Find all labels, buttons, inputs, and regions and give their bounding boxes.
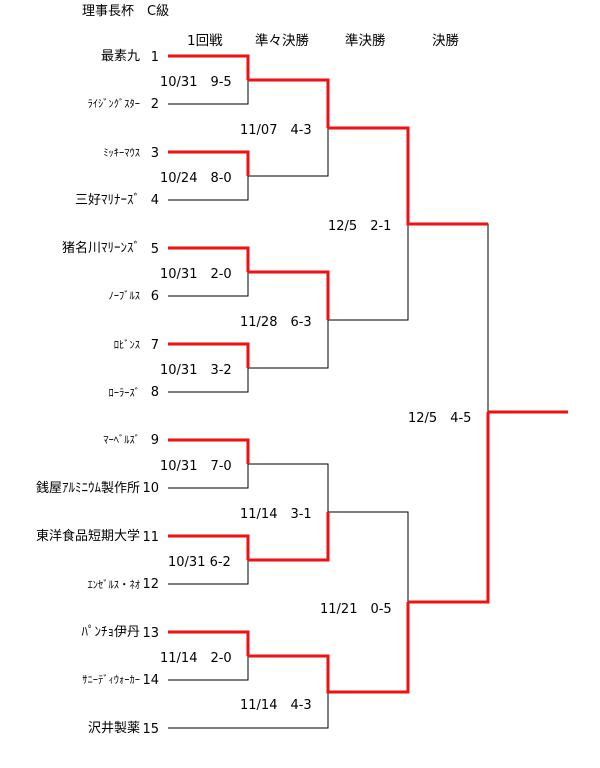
team-name: ﾛﾋﾞﾝｽ: [114, 339, 140, 351]
bracket-line: [168, 630, 250, 656]
round-header-quarterfinal: 準々決勝: [255, 33, 309, 49]
match-result: 10/31 9-5: [160, 75, 232, 90]
bracket-line: [408, 412, 490, 604]
match-result: 10/31 6-2: [168, 555, 231, 570]
seed-number: 7: [151, 338, 159, 353]
bracket-line: [168, 54, 250, 80]
match-result: 10/31 3-2: [160, 363, 232, 378]
seed-number: 6: [151, 289, 159, 304]
team-name: ｴﾝｾﾞﾙｽ・ﾈｵ: [88, 579, 141, 591]
seed-number: 10: [142, 481, 159, 496]
seed-number: 14: [142, 673, 159, 688]
round-header-1st: 1回戦: [187, 33, 223, 49]
team-name: ﾉｰﾌﾞﾙｽ: [109, 290, 141, 302]
bracket-line: [248, 320, 329, 369]
bracket-line: [168, 692, 329, 729]
bracket-line: [168, 464, 249, 489]
match-result: 10/24 8-0: [160, 171, 232, 186]
match-result: 10/31 7-0: [160, 459, 232, 474]
match-result: 12/5 2-1: [328, 219, 391, 234]
winner-lines: [168, 54, 568, 694]
seed-number: 9: [151, 433, 159, 448]
seed-number: 1: [151, 50, 159, 65]
match-result: 11/21 0-5: [320, 602, 392, 617]
team-name: 銭屋ｱﾙﾐﾆｳﾑ製作所: [36, 481, 140, 496]
match-result: 12/5 4-5: [408, 411, 471, 426]
bracket-line: [248, 602, 410, 694]
match-result: 11/07 4-3: [240, 123, 312, 138]
team-name: 最素九: [101, 49, 140, 64]
bracket-line: [168, 272, 249, 297]
bracket-line: [168, 150, 250, 176]
match-result: 11/14 3-1: [240, 507, 312, 522]
bracket-line: [248, 270, 330, 320]
bracket-line: [248, 128, 329, 177]
bracket-line: [328, 224, 409, 321]
bracket-line: [248, 78, 330, 128]
bracket-line: [168, 368, 249, 393]
team-name: 猪名川ﾏﾘｰﾝｽﾞ: [62, 240, 140, 256]
bracket-line: [408, 223, 489, 412]
team-name: ﾗｲｼﾞﾝｸﾞｽﾀｰ: [88, 98, 141, 110]
bracket-title: 理事長杯 C級: [82, 4, 169, 19]
bracket-line: [328, 126, 488, 226]
team-name: 三好ﾏﾘﾅｰｽﾞ: [75, 193, 140, 208]
seed-number: 5: [151, 242, 159, 257]
team-name: 東洋食品短期大学: [36, 528, 140, 544]
seed-number: 13: [142, 626, 159, 641]
round-header-semifinal: 準決勝: [345, 33, 386, 49]
team-name: ﾛｰﾗｰｽﾞ: [109, 387, 141, 399]
round-header-final: 決勝: [432, 33, 459, 49]
match-result: 11/14 2-0: [160, 651, 232, 666]
match-result: 10/31 2-0: [160, 267, 232, 282]
bracket-line: [248, 512, 330, 562]
team-name: ﾊﾟﾝﾁｮ伊丹: [81, 625, 140, 640]
team-name: ﾏｰﾍﾞﾙｽﾞ: [103, 434, 140, 446]
bracket-line: [168, 342, 250, 368]
team-name: ｻﾆｰﾃﾞｨｳｫｰｶｰ: [82, 674, 140, 686]
seed-number: 3: [151, 146, 159, 161]
seed-number: 11: [142, 530, 159, 545]
bracket-line: [168, 79, 249, 105]
bracket-line: [168, 246, 250, 272]
seed-number: 12: [142, 577, 159, 592]
bracket-line: [168, 438, 250, 464]
seed-number: 4: [151, 193, 159, 208]
seed-number: 15: [142, 722, 159, 737]
seed-number: 2: [151, 97, 159, 112]
match-result: 11/14 4-3: [240, 698, 312, 713]
seed-number: 8: [151, 385, 159, 400]
team-name: ﾐｯｷｰﾏｳｽ: [103, 147, 140, 159]
bracket-line: [168, 560, 249, 585]
bracket-line: [168, 656, 249, 681]
bracket-line: [168, 176, 249, 201]
match-result: 11/28 6-3: [240, 315, 312, 330]
bracket-line: [168, 534, 250, 560]
team-name: 沢井製薬: [88, 721, 140, 736]
